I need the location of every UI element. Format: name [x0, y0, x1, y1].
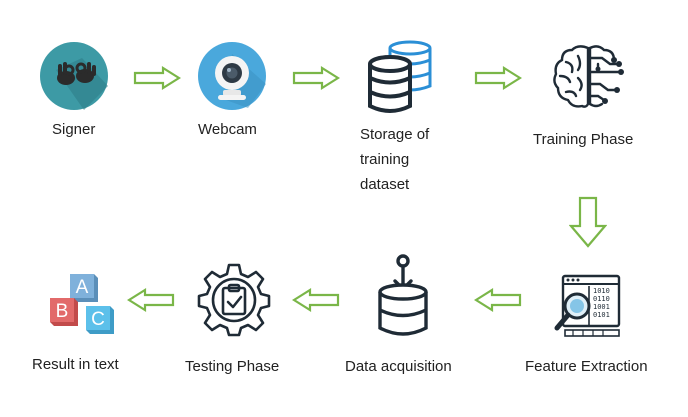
abc-blocks-icon: A B C: [48, 274, 116, 338]
node-label-testing: Testing Phase: [185, 358, 280, 375]
flow-arrow-webcam-to-storage: [292, 66, 340, 90]
node-label-result: Result in text: [32, 356, 119, 373]
database-stack-icon: [364, 38, 436, 116]
gear-checklist-icon: [196, 262, 272, 338]
svg-text:0101: 0101: [593, 311, 610, 319]
feature-extraction-icon: 1010 0110 1001 0101: [553, 272, 623, 344]
node-label-storage: Storage of training dataset: [360, 126, 430, 193]
flow-arrow-training-to-feature: [569, 196, 607, 248]
flow-arrow-feature-to-acquisition: [474, 288, 522, 312]
svg-text:1001: 1001: [593, 303, 610, 311]
block-letter-a: A: [76, 277, 89, 298]
flow-arrow-testing-to-result: [127, 288, 175, 312]
flow-arrow-storage-to-training: [474, 66, 522, 90]
brain-circuit-icon: [552, 42, 626, 114]
svg-text:0110: 0110: [593, 295, 610, 303]
flow-arrow-acquisition-to-testing: [292, 288, 340, 312]
node-label-signer: Signer: [52, 121, 96, 138]
node-label-acquisition: Data acquisition: [345, 358, 452, 375]
node-label-feature: Feature Extraction: [525, 358, 648, 375]
svg-text:1010: 1010: [593, 287, 610, 295]
node-label-webcam: Webcam: [198, 121, 257, 138]
sign-language-icon: [38, 40, 110, 112]
block-letter-c: C: [91, 309, 105, 330]
node-label-training: Training Phase: [533, 131, 634, 148]
block-letter-b: B: [56, 301, 69, 322]
flow-arrow-signer-to-webcam: [133, 66, 181, 90]
data-acquisition-icon: [370, 252, 436, 340]
webcam-icon: [196, 40, 268, 112]
